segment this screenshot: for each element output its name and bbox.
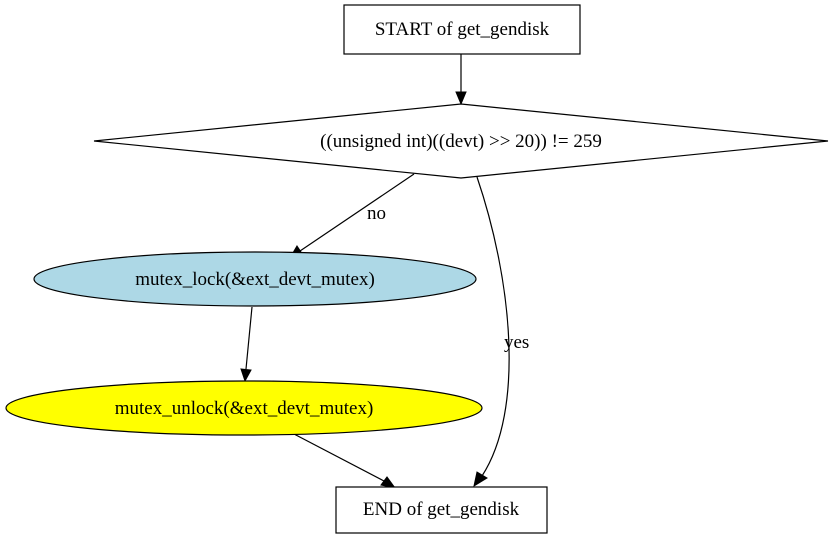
arrowhead [455, 91, 467, 106]
end-label: END of get_gendisk [363, 499, 520, 520]
mutex-lock-label: mutex_lock(&ext_devt_mutex) [135, 269, 375, 290]
edge-label-no: no [367, 203, 386, 224]
start-label: START of get_gendisk [375, 19, 550, 40]
end-box [335, 486, 548, 534]
edge-lock-to-unlock [240, 306, 253, 383]
arrowhead [240, 368, 252, 383]
mutex-lock-ellipse [33, 251, 477, 307]
node-start: START of get_gendisk [343, 4, 581, 55]
node-condition: ((unsigned int)((devt) >> 20)) != 259 [93, 103, 829, 179]
mutex-unlock-ellipse [5, 380, 483, 436]
arrowhead [473, 471, 488, 488]
node-end: END of get_gendisk [335, 486, 548, 534]
mutex-unlock-label: mutex_unlock(&ext_devt_mutex) [115, 398, 374, 419]
node-mutex-lock: mutex_lock(&ext_devt_mutex) [33, 251, 477, 307]
edge-start-to-condition [455, 54, 467, 106]
edge-condition-to-lock: no [288, 173, 415, 259]
edge-condition-to-end: yes [473, 176, 529, 488]
edge-line [245, 306, 253, 370]
condition-label: ((unsigned int)((devt) >> 20)) != 259 [320, 131, 602, 152]
condition-diamond [93, 103, 829, 179]
edge-line [293, 433, 385, 482]
edge-label-yes: yes [504, 332, 529, 353]
edge-unlock-to-end [293, 433, 397, 489]
start-box [343, 4, 581, 55]
arrowhead [380, 476, 397, 489]
node-mutex-unlock: mutex_unlock(&ext_devt_mutex) [5, 380, 483, 436]
edge-line [476, 176, 510, 477]
edges: no yes [240, 54, 529, 489]
edge-line [299, 173, 415, 252]
